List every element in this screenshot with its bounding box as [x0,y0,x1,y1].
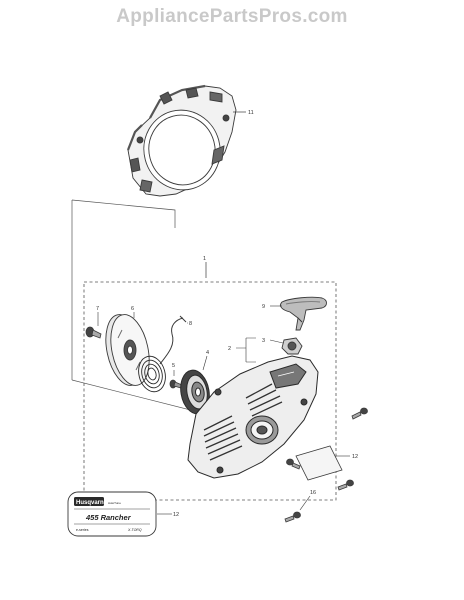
callout-3: 3 [262,338,265,344]
callout-8: 8 [189,321,192,327]
blank-decal-part[interactable] [295,445,343,481]
screw-part[interactable] [286,458,301,470]
spring-cassette-part[interactable] [177,368,212,416]
screw-part[interactable] [351,407,368,420]
model-decal-part[interactable]: Husqvarna AutoTune 455 Rancher e-series … [67,491,157,537]
center-screw-part[interactable] [85,326,102,339]
callout-12-upper: 12 [352,454,358,460]
recoil-spring-part[interactable] [135,353,169,395]
starter-housing-part[interactable] [187,355,319,479]
callout-4: 4 [206,350,209,356]
callout-5: 5 [172,363,175,369]
starter-pulley-part[interactable] [100,311,155,389]
starter-handle-part[interactable] [279,296,327,331]
decal-series: e-series [76,528,89,532]
callout-11: 11 [248,110,254,116]
starter-rope-part[interactable] [159,315,187,365]
decal-small: AutoTune [108,501,121,505]
callout-2: 2 [228,346,231,352]
decal-brand: Husqvarna [76,500,108,506]
callout-1: 1 [203,256,206,262]
fan-housing-part[interactable] [126,84,237,198]
callout-16: 16 [310,490,316,496]
decal-model: 455 Rancher [85,513,132,522]
watermark: AppliancePartsPros.com [116,6,348,27]
brand-logo-box [74,497,104,506]
screw-part[interactable] [284,511,301,523]
rope-guide-part[interactable] [281,337,303,355]
screw-part[interactable] [337,479,354,491]
callout-6: 6 [131,306,134,312]
callout-7: 7 [96,306,99,312]
assembly-boundary [83,281,337,501]
callout-9: 9 [262,304,265,310]
callout-12-lower: 12 [173,512,179,518]
decal-feature: X-TORQ [127,528,142,532]
